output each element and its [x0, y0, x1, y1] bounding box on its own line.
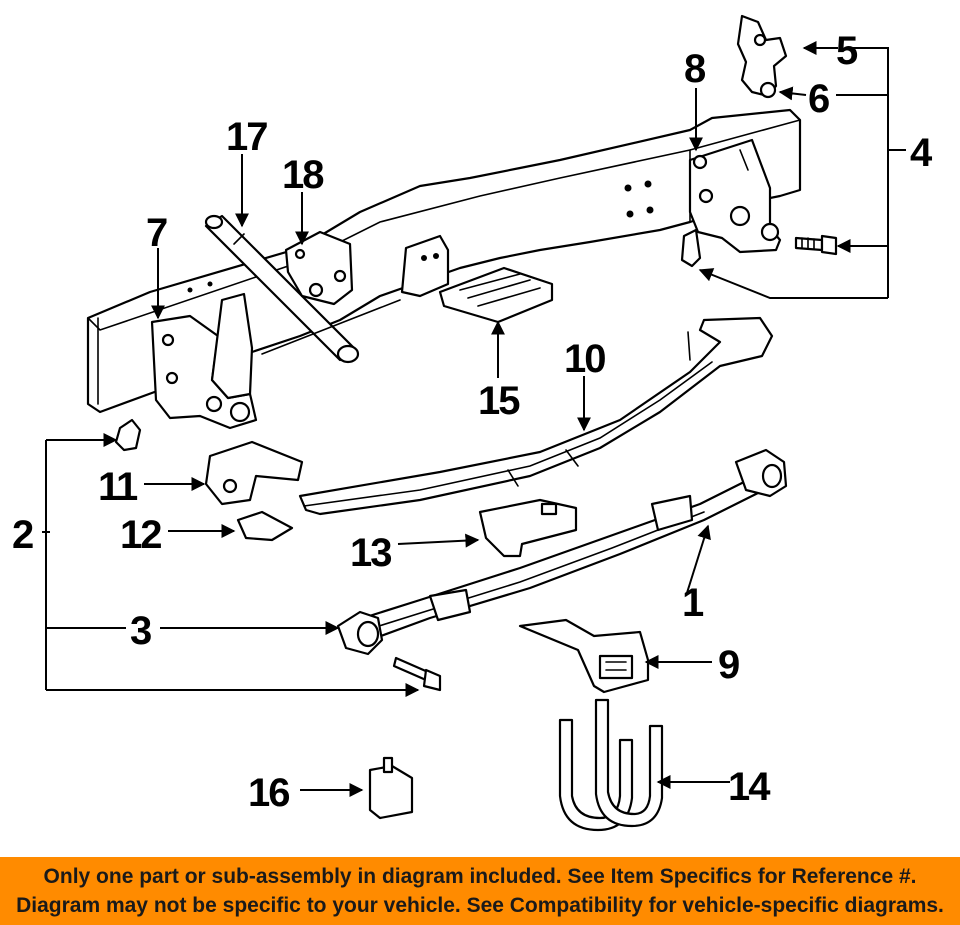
bump-stop: [518, 618, 650, 694]
disclaimer-banner: Only one part or sub-assembly in diagram…: [0, 857, 960, 925]
callout-15: 15: [478, 379, 520, 423]
disclaimer-line-2: Diagram may not be specific to your vehi…: [16, 894, 944, 917]
spring-seat-pad: [236, 510, 294, 542]
callout-2: 2: [12, 513, 33, 557]
callout-3: 3: [130, 609, 151, 653]
callout-14: 14: [728, 765, 771, 809]
front-spring-hanger: [150, 292, 258, 430]
callout-17: 17: [226, 115, 267, 159]
callout-9: 9: [718, 643, 739, 687]
spring-eye-bolt: [392, 656, 442, 692]
callout-6: 6: [808, 77, 829, 121]
shackle-bolt: [794, 234, 838, 256]
callout-10: 10: [564, 337, 605, 381]
callout-1: 1: [682, 581, 704, 625]
disclaimer-line-1: Only one part or sub-assembly in diagram…: [43, 865, 917, 888]
shock-absorber: [204, 214, 360, 364]
spring-seat-bracket: [204, 440, 304, 506]
callout-13: 13: [350, 531, 391, 575]
spring-plate: [478, 498, 578, 558]
leader-lines: [42, 41, 906, 797]
shock-bracket: [284, 230, 354, 306]
u-bolts: [558, 698, 664, 832]
callout-labels: 1 2 3 4 5 6 7 8 9 10 11 12 13 14 15 16 1…: [12, 29, 935, 815]
parts-diagram: 1 2 3 4 5 6 7 8 9 10 11 12 13 14 15 16 1…: [12, 14, 935, 832]
rear-spring-hanger: [688, 138, 782, 254]
bump-stop-pad: [368, 756, 414, 820]
callout-16: 16: [248, 771, 289, 815]
callout-11: 11: [98, 465, 138, 509]
leaf-spring-overload: [298, 316, 774, 516]
callout-12: 12: [120, 513, 161, 557]
leaf-spring-main: [336, 448, 788, 656]
callout-4: 4: [910, 131, 933, 175]
shackle-bushing: [680, 228, 702, 268]
callout-7: 7: [146, 211, 167, 255]
callout-5: 5: [836, 29, 858, 73]
callout-8: 8: [684, 47, 706, 91]
bump-stop-bracket: [261, 234, 554, 355]
bushing: [114, 418, 142, 452]
spring-shackle: [736, 14, 788, 99]
callout-18: 18: [282, 153, 324, 197]
